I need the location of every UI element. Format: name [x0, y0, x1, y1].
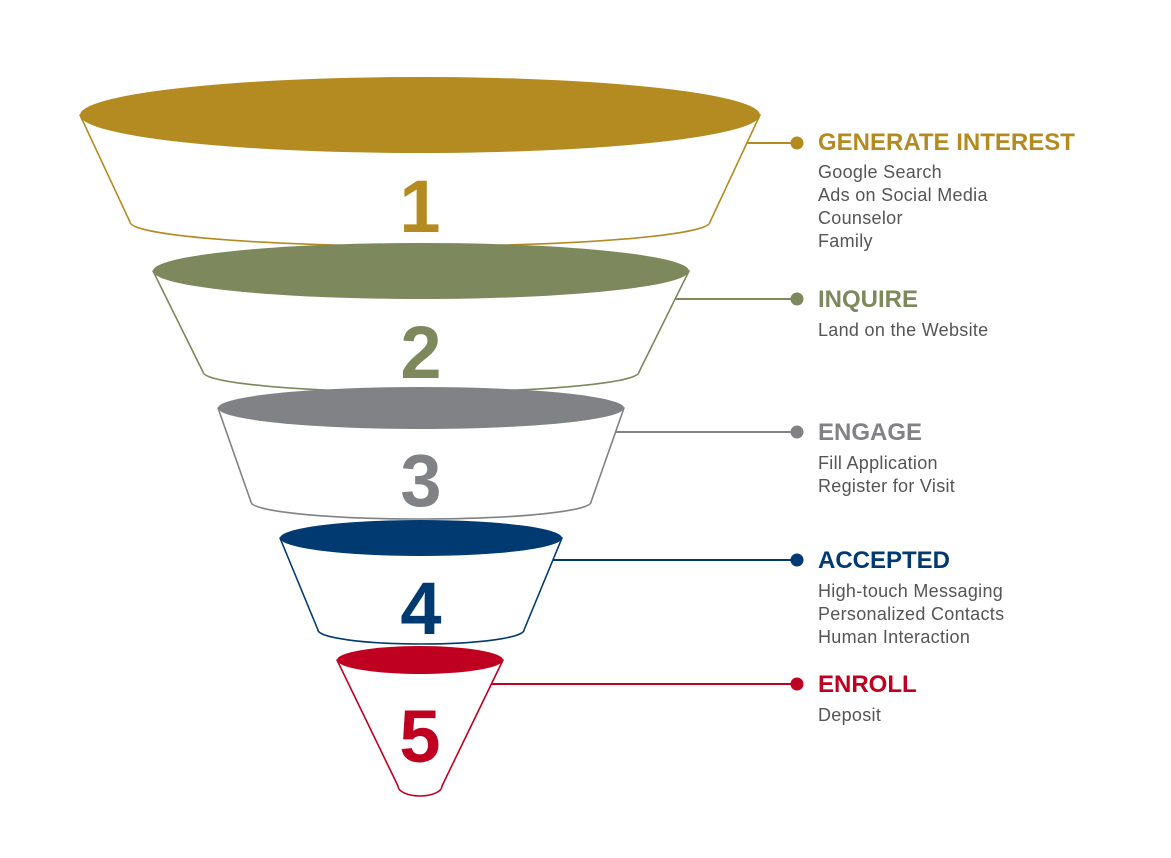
funnel-body-5: [336, 659, 504, 797]
stage-item: Fill Application: [818, 453, 938, 473]
funnel-top-2: [153, 243, 689, 299]
stage-number-4: 4: [400, 567, 441, 650]
stage-title-5: ENROLL: [818, 671, 917, 698]
funnel-body-3: [217, 407, 625, 520]
stage-number-2: 2: [400, 311, 441, 394]
connector-dot-2: [790, 292, 804, 306]
funnel-stage-5: 5 ENROLL Deposit: [336, 646, 917, 797]
connector-dot-5: [790, 677, 804, 691]
stage-item: Register for Visit: [818, 476, 955, 496]
stage-item: Google Search: [818, 162, 942, 182]
funnel-top-4: [280, 520, 562, 556]
stage-item: High-touch Messaging: [818, 581, 1003, 601]
funnel-stage-2: 2 INQUIRE Land on the Website: [152, 243, 989, 394]
connector-dot-4: [790, 553, 804, 567]
funnel-top-3: [218, 387, 624, 429]
stage-title-1: GENERATE INTEREST: [818, 129, 1075, 156]
stage-number-1: 1: [399, 165, 440, 248]
stage-title-3: ENGAGE: [818, 419, 922, 446]
stage-title-4: ACCEPTED: [818, 547, 950, 574]
stage-item: Land on the Website: [818, 320, 989, 340]
funnel-stage-4: 4 ACCEPTED High-touch MessagingPersonalize…: [279, 520, 1004, 650]
stage-item: Family: [818, 231, 873, 251]
stage-number-3: 3: [400, 439, 441, 522]
connector-dot-3: [790, 425, 804, 439]
stage-item: Human Interaction: [818, 627, 970, 647]
funnel-top-5: [337, 646, 503, 674]
connector-dot-1: [790, 136, 804, 150]
stage-item: Deposit: [818, 705, 881, 725]
stage-item: Personalized Contacts: [818, 604, 1004, 624]
stage-title-2: INQUIRE: [818, 286, 918, 313]
stage-number-5: 5: [399, 695, 440, 778]
funnel-top-1: [80, 77, 760, 153]
stage-item: Counselor: [818, 208, 903, 228]
stage-item: Ads on Social Media: [818, 185, 988, 205]
funnel-body-4: [279, 537, 563, 645]
